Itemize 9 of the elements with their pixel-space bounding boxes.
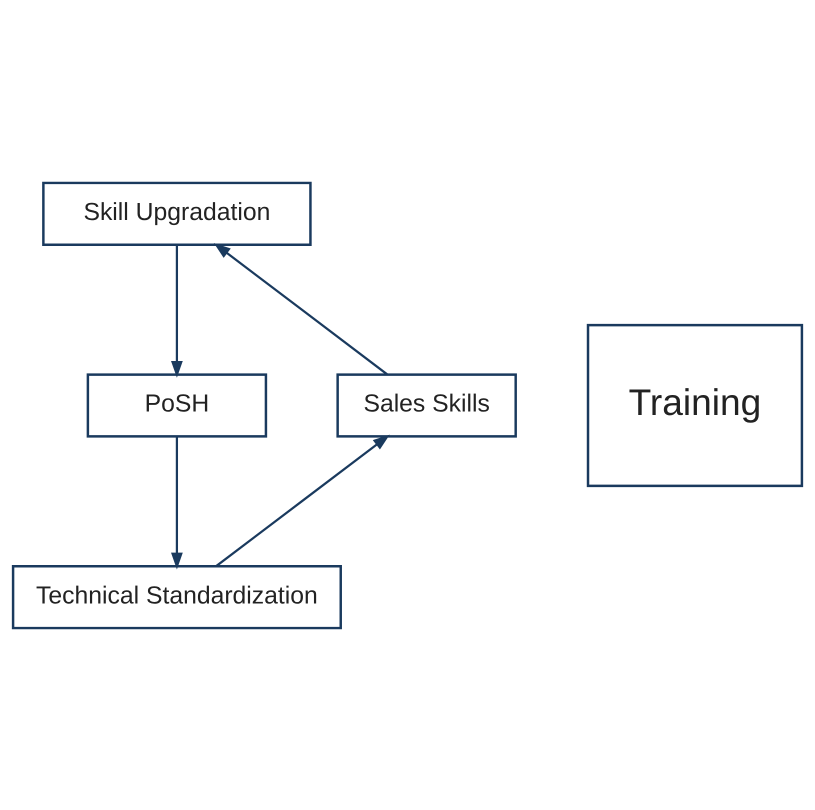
node-box: Skill Upgradation [42,181,312,246]
arrow [216,434,390,566]
arrow [214,242,388,375]
arrow [171,244,183,378]
node-box: Technical Standardization [12,564,342,629]
node-box: Sales Skills [336,372,517,438]
node-box: Training [586,323,804,487]
node-box: PoSH [86,372,268,438]
arrow [171,436,183,569]
